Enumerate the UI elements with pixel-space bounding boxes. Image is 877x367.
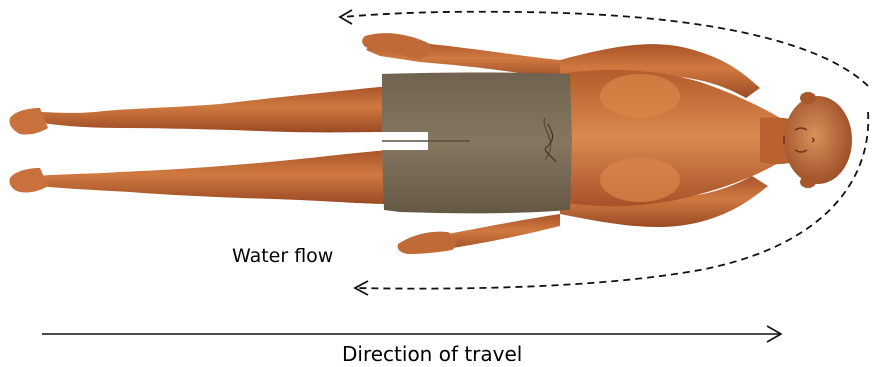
travel-arrow [42, 326, 781, 342]
leg-bottom [36, 150, 390, 204]
ear-bottom [800, 176, 816, 188]
chest-left [600, 74, 680, 118]
swimmer-figure [9, 33, 852, 254]
water-flow-label: Water flow [232, 245, 333, 267]
head [784, 96, 852, 184]
ear-top [800, 92, 816, 104]
foot-bottom [9, 168, 48, 193]
hand-bottom [398, 232, 456, 254]
foot-top [9, 108, 48, 135]
leg-top [36, 86, 390, 132]
direction-of-travel-label: Direction of travel [342, 342, 522, 366]
chest-right [600, 158, 680, 202]
swim-shorts [382, 73, 572, 214]
